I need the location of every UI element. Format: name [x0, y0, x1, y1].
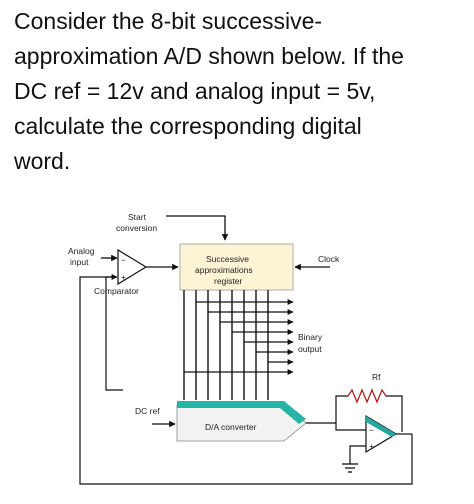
bus-horizontal [184, 299, 294, 375]
sar-label-2: approximations [195, 265, 253, 275]
opamp-minus: − [369, 425, 374, 435]
question-line-5: word. [14, 148, 71, 174]
dac-output-wire [306, 422, 366, 431]
feedback-loop-wire [79, 274, 413, 485]
sar-block [179, 243, 294, 291]
binary-output-label-2: output [298, 344, 322, 354]
bus-vertical [183, 290, 269, 400]
start-conversion-label-2: conversion [116, 223, 157, 233]
question-line-4: calculate the corresponding digital [14, 113, 362, 139]
start-conversion-wire [166, 215, 229, 241]
comparator-minus: − [121, 255, 126, 265]
analog-input-label-2: input [70, 257, 89, 267]
rf-right-wire [386, 395, 403, 432]
binary-output-label-1: Binary [298, 332, 323, 342]
rf-resistor [347, 388, 387, 404]
rf-left-wire [335, 395, 348, 423]
rf-label: Rf [372, 372, 381, 382]
dac-top-band [177, 401, 306, 424]
analog-input-label-1: Analog [68, 246, 95, 256]
question-line-3: DC ref = 12v and analog input = 5v, [14, 78, 376, 104]
comparator-plus: + [121, 272, 126, 282]
clock-label: Clock [318, 254, 340, 264]
dc-ref-label: DC ref [135, 406, 160, 416]
ground-wire [349, 445, 366, 464]
comparator-label: Comparator [94, 286, 139, 296]
ground-icon [342, 463, 358, 473]
start-conversion-label-1: Start [128, 212, 147, 222]
question-line-2: approximation A/D shown below. If the [14, 43, 404, 69]
question-text: Consider the 8-bit successive- approxima… [14, 4, 464, 179]
opamp-band [366, 416, 396, 437]
dac-label: D/A converter [205, 422, 257, 432]
sar-label-3: register [214, 276, 243, 286]
comparator-symbol [117, 248, 148, 286]
question-line-1: Consider the 8-bit successive- [14, 8, 323, 34]
opamp-plus: + [369, 441, 374, 451]
sar-label-1: Successive [206, 254, 249, 264]
